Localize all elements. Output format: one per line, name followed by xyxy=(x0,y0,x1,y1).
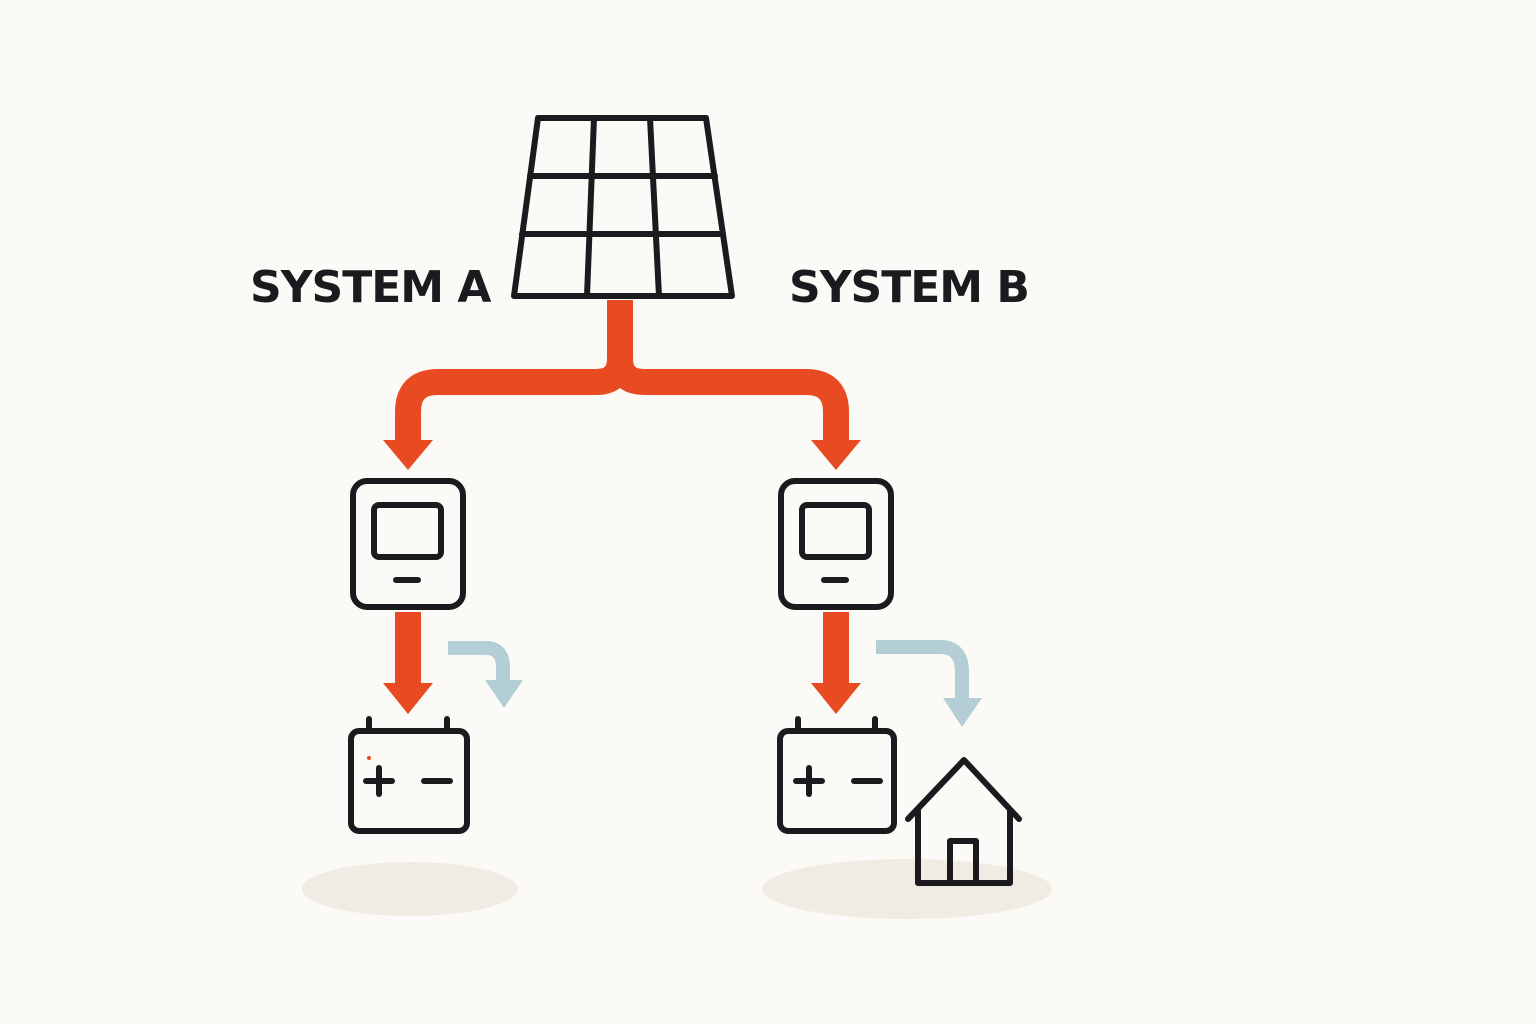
power-flow-split xyxy=(395,300,849,442)
charge-controller-icon-b xyxy=(778,478,894,610)
house-icon xyxy=(905,757,1022,886)
battery-icon-a xyxy=(348,716,470,834)
ground-shadow-a xyxy=(302,862,518,916)
secondary-flow-arrow-a xyxy=(448,641,523,708)
power-flow-to-battery-a xyxy=(383,612,433,714)
system-b-label: SYSTEM B xyxy=(789,262,1029,313)
battery-a-indicator-dot xyxy=(367,756,371,760)
solar-panel-icon xyxy=(511,115,735,299)
ground-shadow-b xyxy=(762,859,1052,919)
secondary-flow-arrow-b xyxy=(876,640,982,727)
charge-controller-icon-a xyxy=(350,478,466,610)
battery-icon-b xyxy=(777,716,897,834)
arrowhead-to-controller-b xyxy=(811,440,861,470)
arrowhead-to-controller-a xyxy=(383,440,433,470)
power-flow-to-battery-b xyxy=(811,612,861,714)
system-a-label: SYSTEM A xyxy=(250,262,491,313)
